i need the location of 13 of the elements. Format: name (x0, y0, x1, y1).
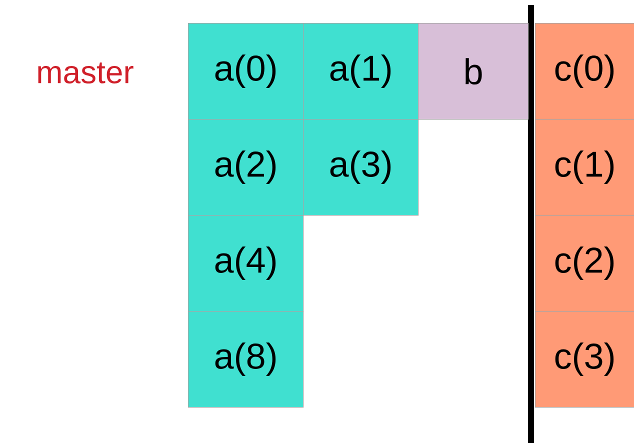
grid-cell: a(3) (303, 119, 419, 216)
grid-cell: b (418, 23, 529, 120)
grid-cell: c(2) (535, 214, 634, 312)
grid-cell: a(4) (188, 214, 304, 312)
grid-cell: a(8) (188, 311, 304, 408)
row-label: master (38, 62, 134, 84)
grid-cell: a(0) (188, 23, 304, 120)
grid-cell: c(1) (535, 119, 634, 216)
node-label: c(0) (555, 54, 614, 88)
grid-cell: c(3) (535, 311, 634, 408)
grid-cell: c(0) (535, 23, 634, 120)
grid-cell: a(2) (188, 119, 304, 216)
grid-cell: a(1) (303, 23, 419, 120)
